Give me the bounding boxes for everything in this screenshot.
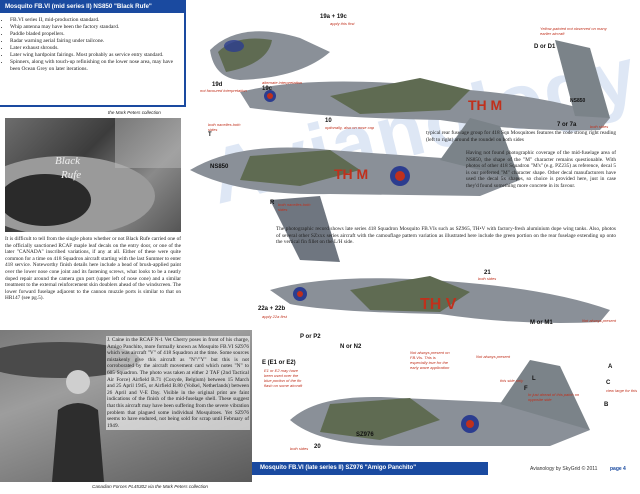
list-item: Radar warning aerial fairing under tailc…	[10, 38, 180, 45]
svg-text:Rufe: Rufe	[60, 169, 81, 181]
page-number: page 4	[610, 466, 626, 472]
list-item: Paddle bladed propellers.	[10, 31, 180, 38]
note-r: both nacelles both sides	[278, 202, 311, 212]
note-not-always-2: Not always present	[476, 354, 511, 359]
photo-credit-2: Canadian Forces PL45302 via the Mark Pet…	[92, 484, 208, 489]
serial-top: NS850	[570, 98, 586, 104]
label-b: B	[604, 402, 609, 408]
label-t: T	[208, 132, 212, 138]
profile-title: Mosquito FB.VI (late series II) SZ976 "A…	[252, 462, 488, 475]
nose-photo: Black Rufe	[5, 118, 181, 232]
note-22: apply 22a first	[262, 314, 287, 319]
note-19c: alternate interpretation	[262, 80, 303, 85]
note-e: E1 or E2 may have been used over the blu…	[264, 368, 303, 388]
code-letters-low: TH V	[420, 296, 457, 313]
label-21: 21	[484, 270, 491, 276]
label-m-or-m1: M or M1	[530, 320, 553, 326]
code-letters-mid: TH M	[334, 166, 369, 182]
label-r: R	[270, 200, 275, 206]
note-10: optionally, also on nose cap	[325, 125, 375, 130]
label-20: 20	[314, 444, 321, 450]
note-t: both nacelles both sides	[208, 122, 241, 132]
svg-text:Black: Black	[55, 155, 81, 167]
label-n-or-n2: N or N2	[340, 344, 362, 350]
note-19a: apply this first	[330, 21, 355, 26]
nose-photo-art: Black Rufe	[5, 118, 181, 232]
note-m-character: Having not found photographic coverage o…	[466, 150, 616, 189]
serial-ns850: NS850	[210, 164, 229, 170]
note-7: both sides	[590, 124, 609, 129]
label-f: F	[524, 386, 528, 392]
list-item: Whip antenna may have been the factory s…	[10, 24, 180, 31]
pilot-photo-art	[0, 342, 140, 482]
note-20: both sides	[290, 446, 309, 451]
note-rear-fuselage: typical rear fuselage group for 418 Sqn …	[426, 130, 616, 143]
page-title: Mosquito FB.VI (mid series II) NS850 "Bl…	[0, 0, 186, 13]
label-d-or-d1: D or D1	[534, 44, 556, 50]
label-l: L	[532, 376, 536, 382]
label-19a: 19a + 19c	[320, 14, 347, 20]
label-e: E (E1 or E2)	[262, 360, 296, 366]
list-item: Spinners, along with touch-up refinishin…	[10, 59, 180, 73]
list-item: FB.VI series II, mid-production standard…	[10, 17, 180, 24]
side-view-lower	[290, 360, 590, 446]
list-item: Later exhaust shrouds.	[10, 45, 180, 52]
label-19c: 19c	[262, 86, 273, 92]
label-22: 22a + 22b	[258, 306, 286, 312]
label-10: 10	[325, 118, 332, 124]
note-c: view large for this	[606, 388, 638, 393]
spec-list-box: FB.VI series II, mid-production standard…	[0, 13, 186, 107]
brand-credit: Avianology by SkyGrid © 2011	[530, 466, 598, 472]
plan-view-middle	[270, 276, 610, 323]
note-f: In just ahead of this patch on opposite …	[528, 392, 580, 402]
note-19d: not favoured interpretation	[200, 88, 247, 93]
note-not-always-1: Not always present on FB.VIs. This is es…	[410, 350, 450, 370]
note-d: Yellow-painted not observed on many earl…	[540, 26, 607, 36]
label-7: 7 or 7a	[557, 122, 577, 128]
note-m: Not always present	[582, 318, 617, 323]
note-this-side: this side only	[500, 378, 524, 383]
label-p-or-p2: P or P2	[300, 334, 321, 340]
label-a: A	[608, 364, 613, 370]
side-view-middle	[190, 118, 520, 262]
nose-profile-top	[210, 31, 330, 80]
list-item: Later wing hardpoint fairings. Most prob…	[10, 52, 180, 59]
label-c: C	[606, 380, 611, 386]
note-photographic-record: The photographic record shows late serie…	[276, 226, 616, 246]
spec-list: FB.VI series II, mid-production standard…	[2, 17, 180, 73]
photo-caption-text: It is difficult to tell from the single …	[5, 236, 181, 302]
photo-credit: the Mark Peters collection	[108, 110, 161, 115]
label-19d: 19d	[212, 82, 223, 88]
code-letters-top: TH M	[468, 97, 503, 113]
plan-view-top	[240, 40, 610, 131]
note-21: both sides	[478, 276, 497, 281]
pilot-photo-text: J. Caine in the RCAF N-1 Vet Cherry pose…	[106, 336, 250, 431]
serial-sz976: SZ976	[356, 432, 374, 438]
